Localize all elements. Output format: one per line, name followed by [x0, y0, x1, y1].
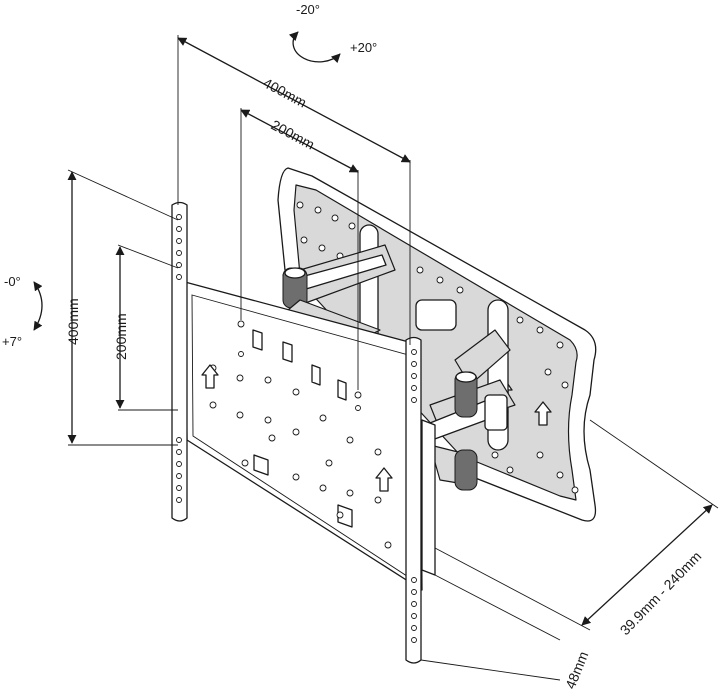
up-arrow-icon [201, 364, 219, 389]
tilt-rotation-icon [289, 31, 341, 64]
wall-plate [184, 281, 436, 591]
right-rail [405, 336, 422, 664]
tilt-bottom-label: +20° [350, 40, 377, 55]
articulating-arms [282, 244, 516, 491]
swivel-rotation-icon [33, 281, 43, 331]
dimension-lines [67, 35, 719, 681]
dim-rail-depth: 48mm [562, 649, 591, 691]
left-rail [171, 201, 188, 522]
dim-horizontal-outer: 400mm [261, 75, 310, 111]
dim-vertical-inner: 200mm [113, 313, 129, 360]
swivel-top-label: -0° [4, 274, 21, 289]
dim-horizontal-inner: 200mm [269, 117, 318, 153]
up-arrow-icon [375, 467, 393, 492]
wall-plate-holes [209, 320, 392, 549]
plate-holes [296, 201, 579, 494]
swivel-bottom-label: +7° [2, 334, 22, 349]
dim-depth: 39.9mm - 240mm [617, 548, 705, 638]
up-arrow-icon [534, 401, 552, 426]
dim-vertical-outer: 400mm [65, 298, 81, 345]
tilt-top-label: -20° [296, 2, 320, 17]
